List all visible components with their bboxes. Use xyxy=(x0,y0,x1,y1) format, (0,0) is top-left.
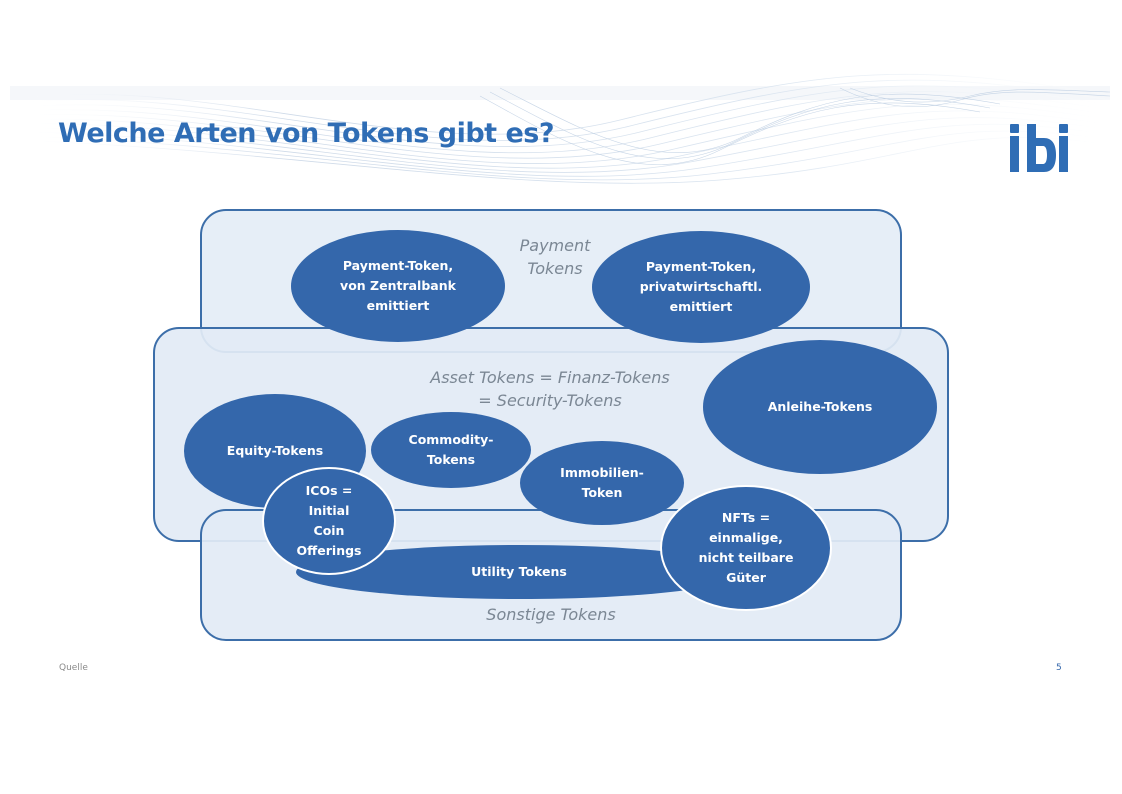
bond-tokens-oval: Anleihe-Tokens xyxy=(703,340,937,474)
payment-tokens-label: Payment Tokens xyxy=(519,236,591,278)
page-title: Welche Arten von Tokens gibt es? xyxy=(58,118,555,149)
other-tokens-label: Sonstige Tokens xyxy=(486,605,616,624)
commodity-tokens-oval: Commodity- Tokens xyxy=(371,412,531,488)
payment-token-private-oval: Payment-Token, privatwirtschaftl. emitti… xyxy=(592,231,810,343)
payment-token-central-bank-oval: Payment-Token, von Zentralbank emittiert xyxy=(291,230,505,342)
asset-tokens-label: Asset Tokens = Finanz-Tokens = Security-… xyxy=(430,368,670,410)
ico-oval: ICOs = Initial Coin Offerings xyxy=(262,467,396,575)
real-estate-token-oval: Immobilien- Token xyxy=(520,441,684,525)
page-number: 5 xyxy=(1056,663,1062,673)
ibi-logo xyxy=(1010,124,1068,172)
source-label: Quelle xyxy=(59,663,88,673)
wave-banner-graphic xyxy=(9,73,1111,184)
nft-oval: NFTs = einmalige, nicht teilbare Güter xyxy=(660,485,832,611)
utility-tokens-label: Utility Tokens xyxy=(471,564,567,579)
